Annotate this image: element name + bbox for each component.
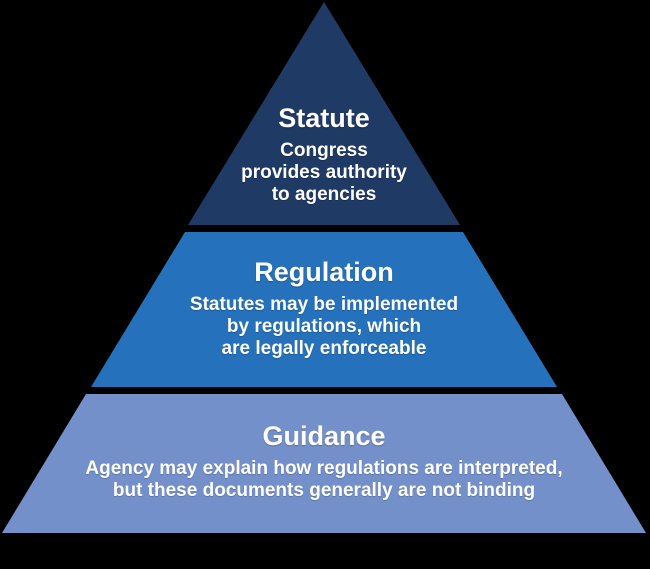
tier-statute-text: Statute Congress provides authority to a… [188, 102, 460, 206]
pyramid-tier-statute: Statute Congress provides authority to a… [188, 2, 460, 225]
tier-guidance-title: Guidance [262, 421, 386, 451]
tier-regulation-title: Regulation [254, 257, 394, 287]
tier-regulation-description: Statutes may be implemented by regulatio… [189, 294, 459, 359]
tier-regulation-text: Regulation Statutes may be implemented b… [91, 256, 557, 360]
tier-guidance-description: Agency may explain how regulations are i… [85, 458, 563, 501]
pyramid-tier-guidance: Guidance Agency may explain how regulati… [2, 394, 646, 533]
tier-statute-title: Statute [278, 103, 370, 133]
pyramid-tier-regulation: Regulation Statutes may be implemented b… [91, 232, 557, 387]
tier-guidance-text: Guidance Agency may explain how regulati… [2, 420, 646, 502]
tier-statute-description: Congress provides authority to agencies [241, 140, 407, 205]
